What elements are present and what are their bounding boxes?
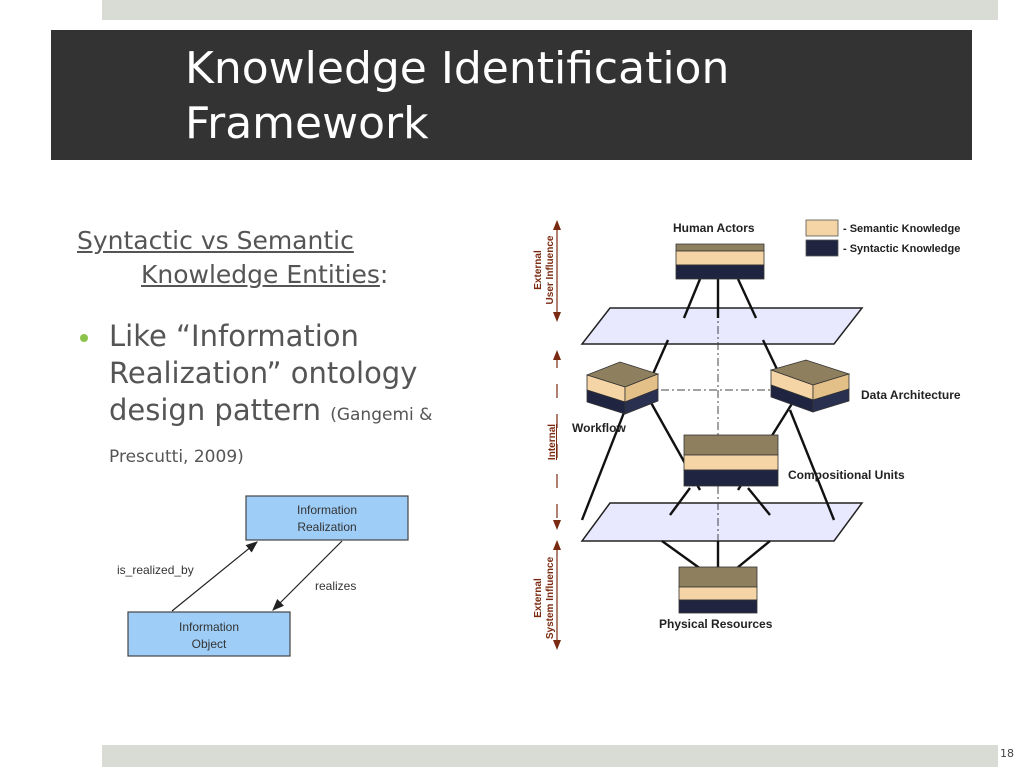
axis-bottom-line-1: External [533, 578, 544, 618]
workflow-block [585, 361, 660, 415]
compositional-units-block [683, 434, 779, 487]
physical-resources-label: Physical Resources [659, 617, 773, 631]
axis-middle-label: Internal [547, 424, 558, 460]
guide-lines [645, 278, 770, 575]
is-realized-by-label: is_realized_by [117, 563, 194, 577]
legend-syntactic-label: - Syntactic Knowledge [843, 243, 960, 255]
is-realized-by-edge [171, 541, 258, 612]
data-architecture-label: Data Architecture [861, 388, 961, 402]
human-actors-label: Human Actors [673, 221, 755, 235]
realizes-label: realizes [315, 579, 356, 593]
bullet-text: Like “Information Realization” ontology … [109, 319, 418, 427]
axis-top-line-1: External [533, 250, 544, 290]
bullet-citation: (Gangemi & Prescutti, 2009) [109, 405, 433, 467]
information-object-box [127, 611, 291, 657]
legend-semantic-swatch [805, 219, 839, 237]
bottom-decorative-band [102, 745, 998, 767]
information-realization-box [245, 495, 409, 541]
section-heading: Syntactic vs Semantic Knowledge Entities… [77, 224, 437, 292]
realizes-edge [272, 540, 343, 611]
upper-plane [580, 307, 864, 345]
influence-axis [553, 220, 561, 650]
heading-colon: : [379, 260, 389, 289]
legend-semantic-label: - Semantic Knowledge [843, 223, 960, 235]
information-object-line-2: Object [192, 637, 227, 651]
information-realization-line-1: Information [297, 503, 357, 517]
compositional-units-label: Compositional Units [788, 468, 905, 482]
page-number: 18 [1000, 747, 1014, 760]
physical-resources-block [678, 566, 758, 614]
top-decorative-band [102, 0, 998, 20]
bullet-item: Like “Information Realization” ontology … [109, 318, 469, 476]
data-architecture-block [769, 359, 851, 413]
axis-bottom-line-2: System Influence [545, 556, 556, 639]
human-actors-block [675, 243, 765, 280]
slide-title-line-2: Framework [185, 98, 429, 149]
bullet-dot-icon [80, 334, 88, 342]
information-realization-line-2: Realization [297, 520, 356, 534]
legend-syntactic-swatch [805, 239, 839, 257]
workflow-label: Workflow [572, 421, 626, 435]
heading-part-2: Knowledge Entities [141, 260, 380, 289]
slide-title-line-1: Knowledge Identification [185, 43, 730, 94]
lower-plane [580, 502, 864, 542]
heading-part-1: Syntactic vs Semantic [77, 226, 354, 255]
information-object-line-1: Information [179, 620, 239, 634]
title-bar [51, 30, 972, 160]
axis-top-line-2: User Influence [545, 235, 556, 304]
